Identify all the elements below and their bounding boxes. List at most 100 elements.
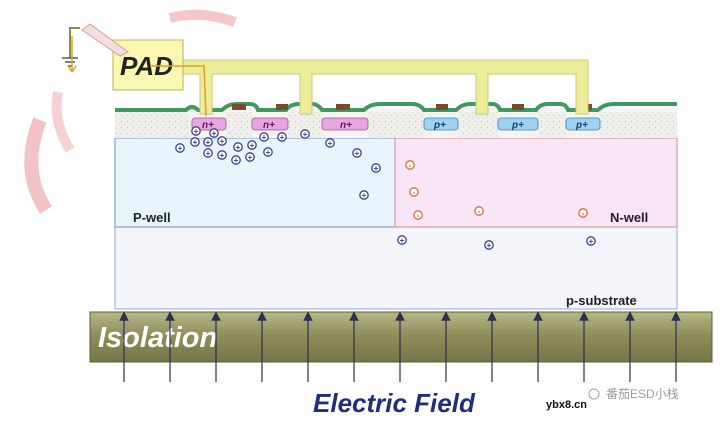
electric-field-arrows [119,311,681,382]
hole-carrier: + [209,128,219,138]
hole-carrier: + [325,138,335,148]
svg-text:+: + [280,133,285,142]
hole-carrier: + [484,240,494,250]
electron-carriers: - - - - - [405,160,588,220]
isolation-label: Isolation [98,322,217,354]
hole-carrier: + [190,137,200,147]
svg-text:+: + [194,127,199,136]
hole-carrier: + [359,190,369,200]
svg-text:+: + [262,133,267,142]
field-oxide-1 [115,112,192,138]
svg-text:+: + [206,149,211,158]
hole-carrier: + [245,152,255,162]
hole-carrier: + [203,137,213,147]
hole-carrier: + [300,129,310,139]
svg-text:-: - [582,209,585,218]
probe-and-ground [62,23,207,117]
svg-text:+: + [206,138,211,147]
n-well-region [394,137,678,228]
svg-text:+: + [212,129,217,138]
poly-gate-3 [336,104,350,110]
hole-carrier: + [277,132,287,142]
n-plus-label-2: n+ [263,120,275,131]
electric-field-label: Electric Field [313,388,476,418]
watermark-icon [588,388,600,400]
electron-carrier: - [578,208,588,218]
svg-text:+: + [589,237,594,246]
n-plus-diffusion-2 [251,117,289,131]
svg-text:+: + [236,143,241,152]
svg-text:+: + [355,149,360,158]
svg-text:+: + [234,156,239,165]
n-plus-label-3: n+ [340,120,352,131]
hole-carrier: + [217,150,227,160]
hole-carrier: + [217,136,227,146]
p-plus-label-3: p+ [575,120,588,131]
hole-carrier: + [191,126,201,136]
svg-text:+: + [250,141,255,150]
p-well-label: P-well [133,210,171,225]
p-plus-diffusion-3 [565,117,601,131]
hole-carrier: + [247,140,257,150]
electron-carrier: - [413,210,423,220]
poly-gate-5 [512,104,524,110]
electron-carrier: - [405,160,415,170]
svg-text:+: + [328,139,333,148]
svg-text:+: + [193,138,198,147]
svg-text:+: + [303,130,308,139]
pad-box [112,39,184,91]
electron-carrier: - [409,187,419,197]
svg-text:+: + [487,241,492,250]
n-well-label: N-well [610,210,648,225]
field-oxide-4 [368,112,424,138]
n-plus-diffusion-3 [321,117,369,131]
p-plus-label-2: p+ [511,120,524,131]
hole-carrier: + [203,148,213,158]
hole-carrier: + [371,163,381,173]
field-oxide-7 [600,112,677,138]
watermark-arcs [24,9,237,214]
hole-carrier: + [397,235,407,245]
hole-carrier: + [586,236,596,246]
p-plus-diffusion-1 [423,117,459,131]
svg-text:+: + [178,144,183,153]
hole-carrier: + [352,148,362,158]
svg-text:+: + [374,164,379,173]
svg-text:+: + [248,153,253,162]
svg-text:+: + [400,236,405,245]
watermark-site: ybx8.cn [546,399,587,411]
field-oxide-6 [538,112,566,138]
watermark-channel: 番茄ESD小栈 [606,386,679,401]
poly-gate-1 [232,104,246,110]
svg-text:+: + [362,191,367,200]
hole-carrier: + [263,147,273,157]
hole-carrier: + [175,143,185,153]
n-plus-label-1: n+ [202,120,214,131]
svg-text:-: - [413,188,416,197]
hole-carrier: + [231,155,241,165]
p-plus-label-1: p+ [433,120,446,131]
hole-carrier: + [233,142,243,152]
p-substrate-label: p-substrate [566,293,637,308]
field-oxide-5 [458,112,498,138]
svg-text:-: - [409,161,412,170]
field-oxide-3 [288,112,322,138]
p-plus-diffusion-2 [497,117,539,131]
hole-carrier: + [259,132,269,142]
svg-text:+: + [220,137,225,146]
metal-interconnect [149,59,589,115]
poly-gate-2 [276,104,288,110]
svg-text:+: + [266,148,271,157]
hole-carriers: +++++++++++++++++++++++ [175,126,596,250]
current-path-line [150,65,207,117]
n-plus-diffusion-1 [191,117,227,131]
svg-text:+: + [220,151,225,160]
p-substrate-region [114,226,678,310]
poly-gate-4 [436,104,448,110]
field-oxide-2 [226,112,252,138]
svg-text:-: - [478,207,481,216]
electron-carrier: - [474,206,484,216]
svg-text:-: - [417,211,420,220]
